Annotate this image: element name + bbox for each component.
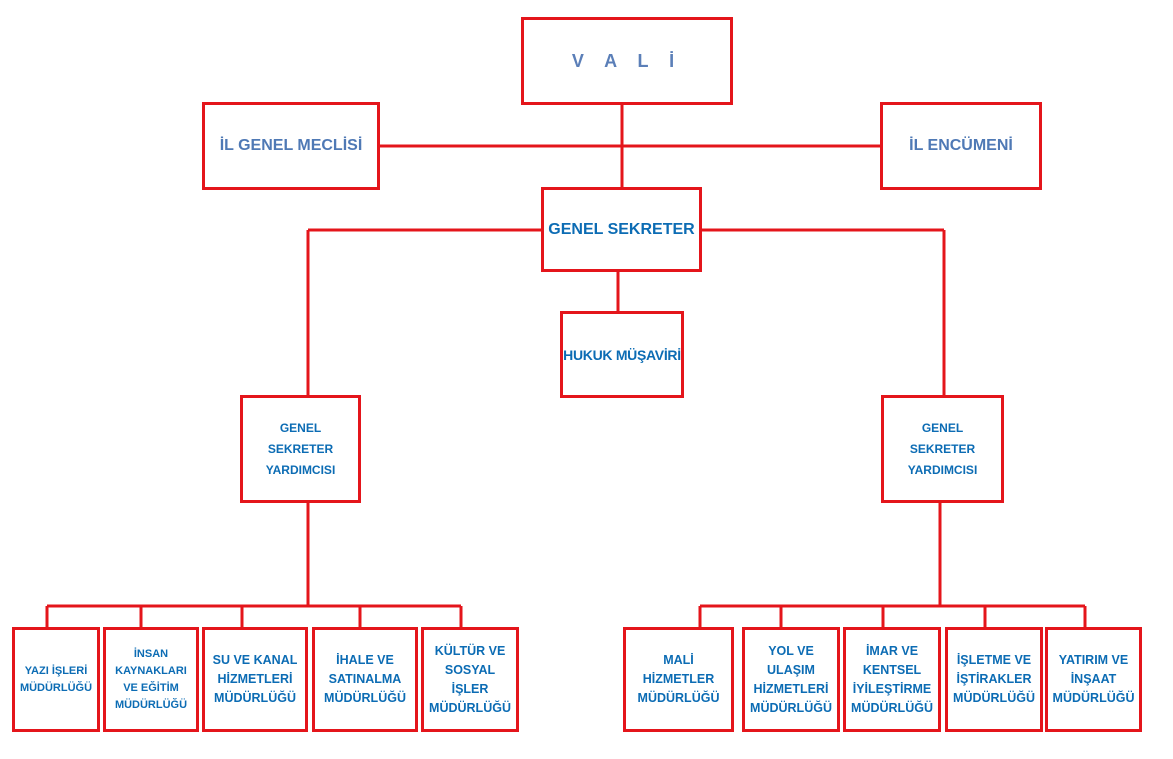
hukuk-musaviri-label: HUKUK MÜŞAVİRİ — [563, 346, 681, 363]
dept-mali-hizmetler: MALİ HİZMETLER MÜDÜRLÜĞÜ — [623, 627, 734, 732]
dept-label: YAZI İŞLERİ MÜDÜRLÜĞÜ — [19, 664, 93, 694]
dept-insan-kaynaklari: İNSAN KAYNAKLARI VE EĞİTİM MÜDÜRLÜĞÜ — [103, 627, 199, 732]
hukuk-musaviri-box: HUKUK MÜŞAVİRİ — [560, 311, 684, 398]
dept-yol-ulasim: YOL VE ULAŞIM HİZMETLERİ MÜDÜRLÜĞÜ — [742, 627, 840, 732]
il-encumeni-box: İL ENCÜMENİ — [880, 102, 1042, 190]
dept-ihale-satinalma: İHALE VE SATINALMA MÜDÜRLÜĞÜ — [312, 627, 418, 732]
genel-sekreter-yardimcisi-right-box: GENEL SEKRETER YARDIMCISI — [881, 395, 1004, 503]
dept-imar-kentsel: İMAR VE KENTSEL İYİLEŞTİRME MÜDÜRLÜĞÜ — [843, 627, 941, 732]
dept-label: İMAR VE KENTSEL İYİLEŞTİRME MÜDÜRLÜĞÜ — [851, 643, 933, 715]
dept-label: SU VE KANAL HİZMETLERİ MÜDÜRLÜĞÜ — [212, 653, 298, 705]
dept-yatirim-insaat: YATIRIM VE İNŞAAT MÜDÜRLÜĞÜ — [1045, 627, 1142, 732]
dept-label: MALİ HİZMETLER MÜDÜRLÜĞÜ — [637, 653, 720, 705]
genel-sekreter-yardimcisi-left-label: GENEL SEKRETER YARDIMCISI — [265, 420, 336, 477]
genel-sekreter-yardimcisi-left-box: GENEL SEKRETER YARDIMCISI — [240, 395, 361, 503]
dept-label: İHALE VE SATINALMA MÜDÜRLÜĞÜ — [324, 653, 406, 705]
dept-label: YOL VE ULAŞIM HİZMETLERİ MÜDÜRLÜĞÜ — [750, 643, 832, 715]
vali-label: V A L İ — [571, 50, 683, 71]
dept-yazi-isleri: YAZI İŞLERİ MÜDÜRLÜĞÜ — [12, 627, 100, 732]
dept-label: KÜLTÜR VE SOSYAL İŞLER MÜDÜRLÜĞÜ — [429, 643, 511, 715]
dept-su-ve-kanal: SU VE KANAL HİZMETLERİ MÜDÜRLÜĞÜ — [202, 627, 308, 732]
il-encumeni-label: İL ENCÜMENİ — [909, 137, 1013, 154]
dept-label: İNSAN KAYNAKLARI VE EĞİTİM MÜDÜRLÜĞÜ — [114, 647, 188, 711]
dept-label: YATIRIM VE İNŞAAT MÜDÜRLÜĞÜ — [1052, 653, 1135, 705]
il-genel-meclisi-label: İL GENEL MECLİSİ — [219, 137, 363, 154]
genel-sekreter-label: GENEL SEKRETER — [548, 220, 695, 238]
il-genel-meclisi-box: İL GENEL MECLİSİ — [202, 102, 380, 190]
dept-label: İŞLETME VE İŞTİRAKLER MÜDÜRLÜĞÜ — [953, 653, 1035, 705]
genel-sekreter-box: GENEL SEKRETER — [541, 187, 702, 272]
dept-kultur-sosyal: KÜLTÜR VE SOSYAL İŞLER MÜDÜRLÜĞÜ — [421, 627, 519, 732]
dept-isletme-istirakler: İŞLETME VE İŞTİRAKLER MÜDÜRLÜĞÜ — [945, 627, 1043, 732]
genel-sekreter-yardimcisi-right-label: GENEL SEKRETER YARDIMCISI — [907, 420, 978, 477]
vali-box: V A L İ — [521, 17, 733, 105]
